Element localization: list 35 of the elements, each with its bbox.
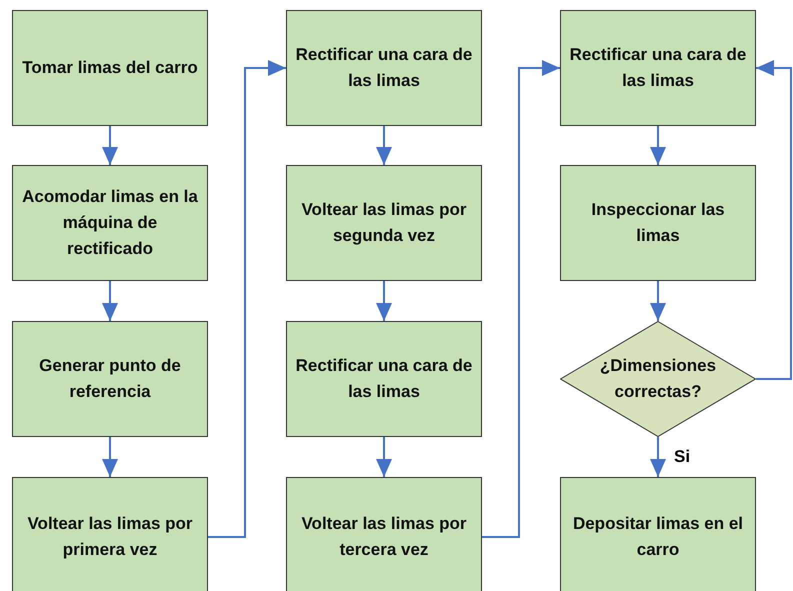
process-box [286, 321, 482, 437]
process-box [560, 165, 756, 281]
process-box [12, 477, 208, 591]
arrow [208, 60, 286, 538]
step-text: Depositar limas en el carro [572, 513, 744, 561]
step-text: Rectificar una cara de las limas [294, 355, 474, 403]
step-text: Rectificar una cara de las limas [294, 44, 474, 92]
step-text: Inspeccionar las limas [590, 199, 726, 247]
decision-text: ¿Dimensiones correctas? [598, 355, 718, 403]
process-box [12, 10, 208, 126]
arrow [650, 281, 666, 321]
step-text: Tomar limas del carro [21, 57, 199, 79]
arrow [650, 437, 666, 477]
arrow [102, 281, 118, 321]
step-text: Rectificar una cara de las limas [568, 44, 748, 92]
arrow [102, 437, 118, 477]
arrow [376, 437, 392, 477]
arrow [376, 126, 392, 165]
step-text: Voltear las limas por primera vez [26, 513, 194, 561]
arrow [650, 126, 666, 165]
step-text: Voltear las limas por tercera vez [300, 513, 468, 561]
process-box [286, 10, 482, 126]
process-box [12, 321, 208, 437]
arrow [102, 126, 118, 165]
arrow [756, 60, 792, 380]
step-text: Acomodar limas en la máquina de rectificado [21, 186, 199, 260]
step-text: Generar punto de referencia [38, 355, 182, 403]
process-box [560, 10, 756, 126]
process-box [560, 477, 756, 591]
step-text: Voltear las limas por segunda vez [300, 199, 468, 247]
process-box [286, 477, 482, 591]
process-box [12, 165, 208, 281]
arrow [482, 60, 560, 538]
arrow [376, 281, 392, 321]
process-box [286, 165, 482, 281]
